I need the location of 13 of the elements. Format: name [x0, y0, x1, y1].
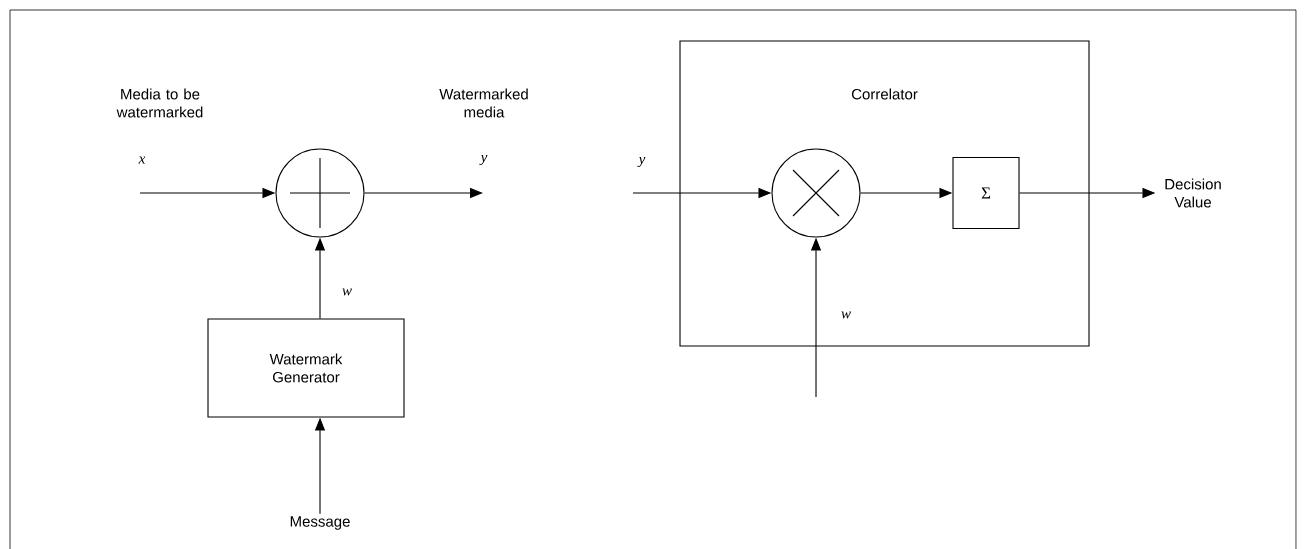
- node-text: Decision Value: [1165, 178, 1221, 208]
- edge-label: y: [637, 155, 647, 169]
- signal-caption: Media to be watermarked: [116, 88, 203, 118]
- edge-label: w: [341, 287, 353, 297]
- multiplier-circle: [771, 148, 861, 238]
- edge-label: y: [479, 153, 489, 167]
- node-text: Message: [290, 516, 350, 530]
- adder-circle: [275, 148, 365, 238]
- process-box: Watermark Generator: [207, 318, 405, 418]
- signal-caption: Watermarked media: [439, 88, 528, 118]
- edge-label: w: [840, 310, 852, 320]
- edge-label: x: [137, 155, 147, 165]
- summation-box: Σ: [952, 156, 1020, 230]
